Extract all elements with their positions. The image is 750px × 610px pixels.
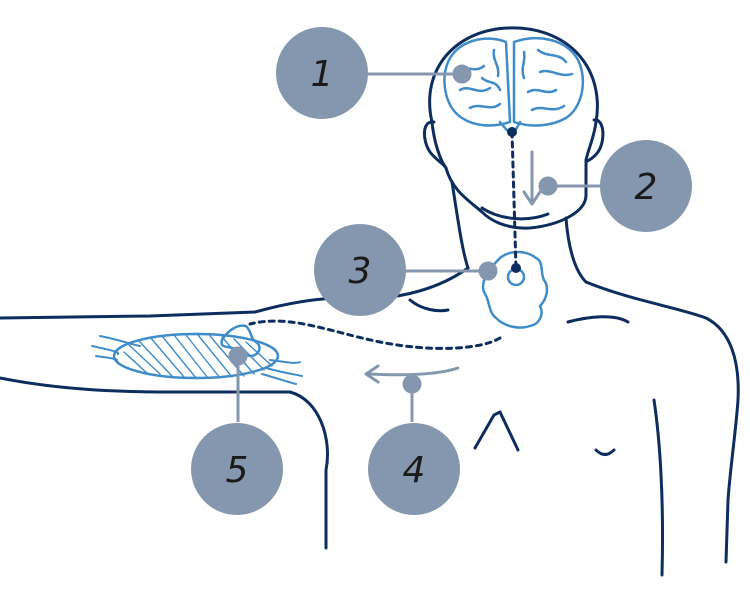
neck-right <box>564 216 588 284</box>
neck-left <box>450 180 470 270</box>
head-outline <box>428 26 599 230</box>
callout-2-label: 2 <box>635 167 658 208</box>
gland-outline <box>481 250 549 329</box>
tendon-lines <box>91 335 303 385</box>
pathway-gland-to-muscle <box>248 319 502 350</box>
brain-right-hemisphere <box>512 36 585 127</box>
arm-muscle <box>91 324 303 385</box>
callout-4-label: 4 <box>403 450 426 491</box>
pathway-brain-to-gland <box>510 130 518 270</box>
callout-4: 4 <box>368 423 460 515</box>
arrow-down <box>522 150 542 206</box>
brain-folds-left <box>454 48 502 110</box>
arrow-left <box>364 364 460 384</box>
upper-arm-bottom <box>0 376 329 550</box>
nipple-mark <box>594 448 616 456</box>
callout-5-badge <box>191 423 283 515</box>
sternum-notch <box>473 410 520 452</box>
callout-2: 2 <box>600 140 692 232</box>
clavicle-right <box>566 315 630 324</box>
right-shoulder <box>584 280 740 564</box>
gland-endpoint-dot <box>511 263 521 273</box>
callout-1-badge <box>276 27 368 119</box>
neuromuscular-junction <box>220 324 261 358</box>
nerve-pathway <box>248 130 518 350</box>
right-ear <box>584 118 605 164</box>
brain-endpoint-dot <box>507 127 517 137</box>
callout-2-badge <box>600 140 692 232</box>
brain-left-hemisphere <box>443 37 512 127</box>
callout-3-badge <box>314 224 406 316</box>
left-ear <box>423 120 448 170</box>
callout-1-label: 1 <box>311 54 334 95</box>
callout-connectors <box>228 64 600 422</box>
direction-arrows <box>364 150 542 384</box>
callout-1: 1 <box>276 27 368 119</box>
callout-3-label: 3 <box>349 251 372 292</box>
callout-5: 5 <box>191 423 283 515</box>
callout-4-badge <box>368 423 460 515</box>
brain-folds-right <box>521 48 574 112</box>
brain <box>443 36 585 136</box>
callout-5-label: 5 <box>226 450 249 491</box>
clavicle-left <box>408 298 450 313</box>
right-arm-inner <box>652 398 665 577</box>
callout-3: 3 <box>314 224 406 316</box>
